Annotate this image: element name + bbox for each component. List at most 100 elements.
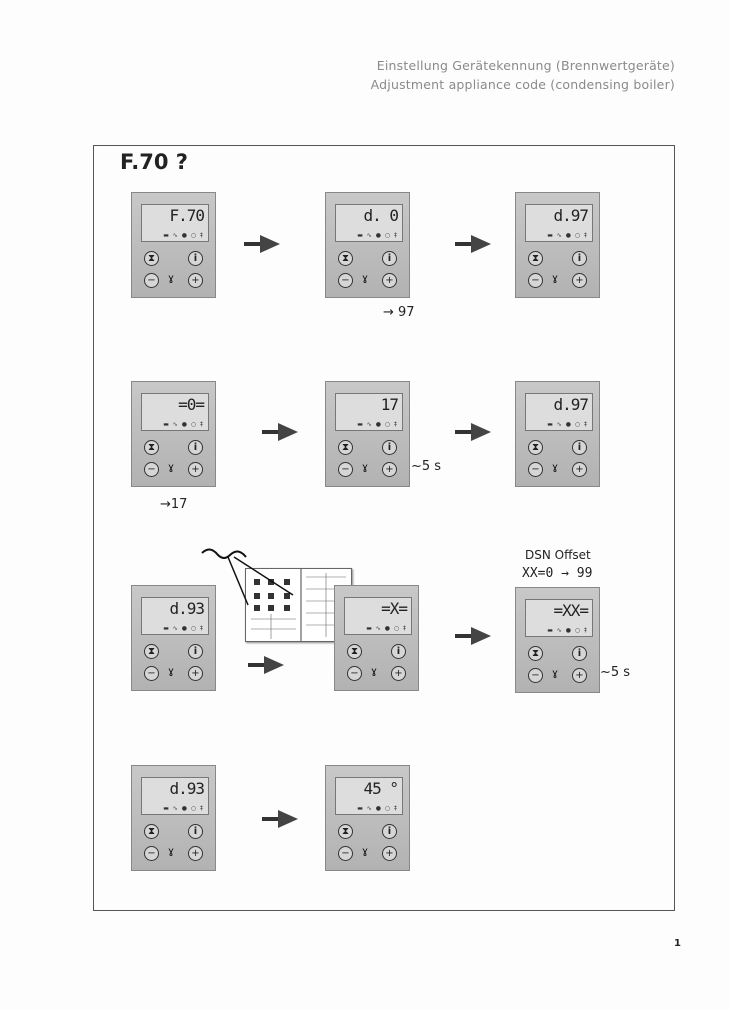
control-panel-step-10: d.93▬ ∿ ● ○ ‡ ⧗ i − ɣ + (131, 765, 216, 871)
info-button[interactable]: i (188, 251, 203, 266)
diagram-frame (93, 145, 675, 911)
minus-button[interactable]: − (144, 846, 159, 861)
dsn-offset-range: XX=0 → 99 (522, 566, 593, 581)
header-german: Einstellung Gerätekennung (Brennwertgerä… (376, 58, 675, 73)
lcd-display: d.93 ▬ ∿ ● ○ ‡ (141, 597, 209, 635)
minus-button[interactable]: − (338, 846, 353, 861)
menu-button[interactable]: ⧗ (338, 251, 353, 266)
info-button[interactable]: i (572, 251, 587, 266)
info-button[interactable]: i (382, 824, 397, 839)
control-panel-step-8: =X=▬ ∿ ● ○ ‡ ⧗ i − ɣ + (334, 585, 419, 691)
minus-button[interactable]: − (144, 666, 159, 681)
menu-button[interactable]: ⧗ (528, 440, 543, 455)
service-icon: ɣ (362, 273, 368, 284)
lcd-display: =X= ▬ ∿ ● ○ ‡ (344, 597, 412, 635)
service-icon: ɣ (552, 273, 558, 284)
page-number: 1 (674, 938, 681, 949)
info-button[interactable]: i (188, 644, 203, 659)
plus-button[interactable]: + (391, 666, 406, 681)
arrow-right-icon (262, 810, 298, 828)
display-value: =XX= (553, 601, 589, 620)
display-symbols: ▬ ∿ ● ○ ‡ (163, 232, 204, 239)
menu-button[interactable]: ⧗ (528, 646, 543, 661)
minus-button[interactable]: − (338, 462, 353, 477)
display-value: 45 ° (363, 779, 399, 798)
menu-button[interactable]: ⧗ (144, 824, 159, 839)
minus-button[interactable]: − (144, 273, 159, 288)
plus-button[interactable]: + (188, 273, 203, 288)
display-value: =X= (381, 599, 408, 618)
header-english: Adjustment appliance code (condensing bo… (370, 77, 675, 92)
display-value: d.93 (169, 599, 205, 618)
info-button[interactable]: i (382, 251, 397, 266)
menu-button[interactable]: ⧗ (144, 440, 159, 455)
display-value: 17 (380, 395, 399, 414)
plus-button[interactable]: + (382, 273, 397, 288)
control-panel-step-1: F.70 ▬ ∿ ● ○ ‡ ⧗ i − ɣ + (131, 192, 216, 298)
menu-button[interactable]: ⧗ (338, 824, 353, 839)
plus-button[interactable]: + (382, 846, 397, 861)
control-panel-step-2: d. 0▬ ∿ ● ○ ‡ ⧗ i − ɣ + (325, 192, 410, 298)
minus-button[interactable]: − (528, 462, 543, 477)
lcd-display: d.97▬ ∿ ● ○ ‡ (525, 204, 593, 242)
display-value: d.97 (553, 206, 589, 225)
display-value: F.70 (169, 206, 205, 225)
diagram-title: F.70 ? (120, 150, 188, 174)
plus-button[interactable]: + (188, 666, 203, 681)
info-button[interactable]: i (188, 824, 203, 839)
service-icon: ɣ (552, 668, 558, 679)
menu-button[interactable]: ⧗ (347, 644, 362, 659)
display-symbols: ▬ ∿ ● ○ ‡ (163, 421, 204, 428)
menu-button[interactable]: ⧗ (144, 251, 159, 266)
plus-button[interactable]: + (572, 462, 587, 477)
minus-button[interactable]: − (338, 273, 353, 288)
arrow-right-icon (244, 235, 280, 253)
menu-button[interactable]: ⧗ (144, 644, 159, 659)
minus-button[interactable]: − (528, 273, 543, 288)
plus-button[interactable]: + (188, 846, 203, 861)
plus-button[interactable]: + (188, 462, 203, 477)
menu-button[interactable]: ⧗ (528, 251, 543, 266)
plus-button[interactable]: + (572, 668, 587, 683)
display-symbols: ▬ ∿ ● ○ ‡ (357, 805, 398, 812)
note-hold-5s: ~5 s (411, 459, 442, 474)
service-icon: ɣ (168, 462, 174, 473)
display-symbols: ▬ ∿ ● ○ ‡ (366, 625, 407, 632)
control-panel-step-6: d.97 ▬ ∿ ● ○ ‡ ⧗ i − ɣ + (515, 381, 600, 487)
display-symbols: ▬ ∿ ● ○ ‡ (163, 625, 204, 632)
lcd-display: =XX=▬ ∿ ● ○ ‡ (525, 599, 593, 637)
service-icon: ɣ (168, 273, 174, 284)
lcd-display: F.70 ▬ ∿ ● ○ ‡ (141, 204, 209, 242)
note-hold-5s-confirm: ~5 s (600, 665, 631, 680)
service-icon: ɣ (362, 846, 368, 857)
info-button[interactable]: i (188, 440, 203, 455)
control-panel-step-5: 17 ▬ ∿ ● ○ ‡ ⧗ i − ɣ + (325, 381, 410, 487)
info-button[interactable]: i (572, 440, 587, 455)
menu-button[interactable]: ⧗ (338, 440, 353, 455)
control-panel-step-3: d.97▬ ∿ ● ○ ‡ ⧗ i − ɣ + (515, 192, 600, 298)
display-symbols: ▬ ∿ ● ○ ‡ (163, 805, 204, 812)
minus-button[interactable]: − (347, 666, 362, 681)
arrow-right-icon (455, 235, 491, 253)
control-panel-step-9: =XX=▬ ∿ ● ○ ‡ ⧗ i − ɣ + (515, 587, 600, 693)
info-button[interactable]: i (572, 646, 587, 661)
service-icon: ɣ (362, 462, 368, 473)
lcd-display: d. 0▬ ∿ ● ○ ‡ (335, 204, 403, 242)
dsn-offset-label: DSN Offset (525, 548, 591, 562)
display-value: d. 0 (363, 206, 399, 225)
lcd-display: =0=▬ ∿ ● ○ ‡ (141, 393, 209, 431)
arrow-right-icon (455, 627, 491, 645)
plus-button[interactable]: + (572, 273, 587, 288)
minus-button[interactable]: − (144, 462, 159, 477)
info-button[interactable]: i (391, 644, 406, 659)
note-decrement-to-97: → 97 (383, 305, 415, 320)
lcd-display: d.93▬ ∿ ● ○ ‡ (141, 777, 209, 815)
info-button[interactable]: i (382, 440, 397, 455)
display-symbols: ▬ ∿ ● ○ ‡ (547, 421, 588, 428)
display-symbols: ▬ ∿ ● ○ ‡ (357, 421, 398, 428)
display-value: d.97 (553, 395, 589, 414)
lcd-display: 17 ▬ ∿ ● ○ ‡ (335, 393, 403, 431)
plus-button[interactable]: + (382, 462, 397, 477)
service-icon: ɣ (552, 462, 558, 473)
minus-button[interactable]: − (528, 668, 543, 683)
